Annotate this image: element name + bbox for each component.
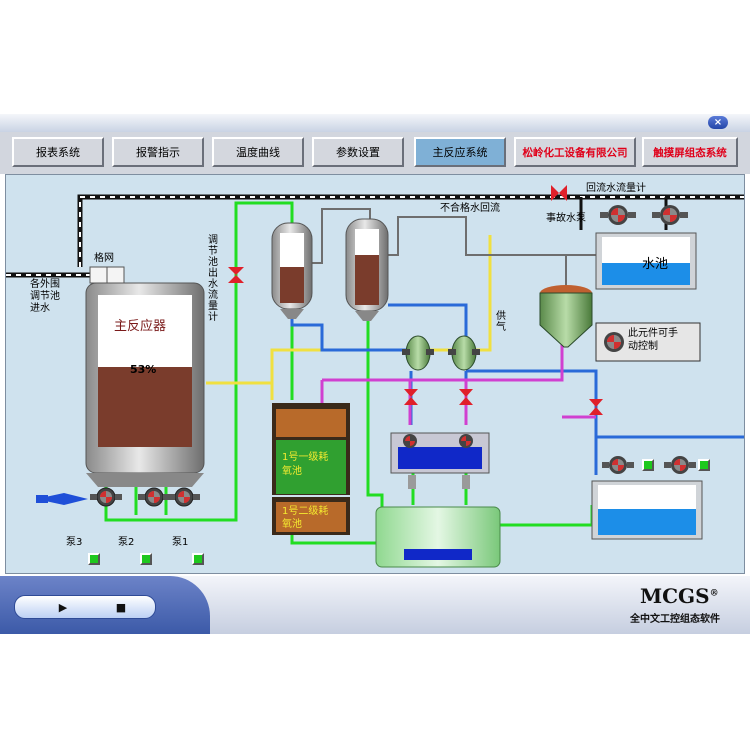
filter-left (402, 335, 434, 371)
brand-logo: MCGS® (640, 584, 719, 608)
manual-control-note: 此元件可手动控制 (628, 328, 678, 352)
pump-1-label: 泵1 (172, 537, 189, 548)
menu-bar: 报表系统 报警指示 温度曲线 参数设置 主反应系统 松岭化工设备有限公司 触摸屏… (0, 132, 750, 174)
reactor-label: 主反应器 (114, 319, 167, 334)
oxygen-tank-2-label: 1号二级耗氧池 (282, 506, 329, 530)
collection-tank (375, 506, 501, 568)
title-bar: × (0, 114, 750, 133)
magenta-valve-right-icon (459, 389, 473, 405)
menu-company-button[interactable]: 松岭化工设备有限公司 (514, 137, 636, 167)
brand-subtitle: 全中文工控组态软件 (630, 614, 720, 625)
air-pipes (206, 235, 492, 400)
menu-touchscreen-button[interactable]: 触摸屏组态系统 (642, 137, 738, 167)
menu-temperature-button[interactable]: 温度曲线 (212, 137, 304, 167)
water-pool (595, 232, 697, 290)
inlet-label: 各外围调节池进水 (30, 279, 60, 314)
filter-right (448, 335, 480, 371)
oxygen-tank-2 (272, 497, 350, 535)
player-controls: ▶ ■ (14, 595, 156, 619)
oxygen-tank-1 (272, 403, 350, 495)
grid-label: 格网 (94, 253, 114, 264)
return-valve-icon (551, 185, 567, 201)
grid-screen (89, 266, 125, 284)
pump-2-label: 泵2 (118, 537, 135, 548)
right-pumps (602, 456, 696, 474)
process-diagram (6, 185, 744, 568)
menu-report-button[interactable]: 报表系统 (12, 137, 104, 167)
stop-button[interactable]: ■ (115, 600, 127, 614)
pump-3-toggle[interactable] (88, 553, 100, 565)
inlet-arrow-icon (36, 493, 88, 505)
right-valve-icon (589, 399, 603, 415)
return-meter-label: 回流水流量计 (586, 183, 646, 194)
menu-main-reactor-button[interactable]: 主反应系统 (414, 137, 506, 167)
emergency-pump-label: 事故水泵 (546, 213, 586, 224)
close-button[interactable]: × (708, 116, 728, 129)
pump-1-toggle[interactable] (192, 553, 204, 565)
reactor-level-readout: 53% (130, 363, 157, 376)
player-panel: ▶ ■ (0, 576, 210, 634)
process-canvas: 格网 各外围调节池进水 主反应器 53% 调节池出水流量计 不合格水回流 回流水… (5, 174, 745, 574)
play-button[interactable]: ▶ (58, 600, 68, 614)
right-tank (591, 480, 703, 540)
pump-3-label: 泵3 (66, 537, 83, 548)
center-pump-tank (390, 432, 490, 489)
footer-bar: ▶ ■ MCGS® 全中文工控组态软件 (0, 576, 750, 634)
pump-2-toggle[interactable] (140, 553, 152, 565)
manual-control-box (595, 322, 701, 362)
oxygen-tank-1-label: 1号一级耗氧池 (282, 452, 329, 477)
outflow-meter-label: 调节池出水流量计 (208, 235, 218, 323)
main-reactor (85, 282, 205, 487)
right-pump-2-indicator[interactable] (698, 459, 710, 471)
menu-alarm-button[interactable]: 报警指示 (112, 137, 204, 167)
column-left (271, 222, 313, 319)
emergency-pumps (600, 205, 688, 225)
reactor-pumps (90, 487, 200, 507)
water-pool-label: 水池 (642, 257, 669, 272)
reject-label: 不合格水回流 (440, 203, 500, 214)
outflow-valve-icon (228, 267, 244, 283)
menu-params-button[interactable]: 参数设置 (312, 137, 404, 167)
air-supply-label: 供气 (496, 311, 506, 333)
column-right (345, 218, 389, 321)
right-pump-1-indicator[interactable] (642, 459, 654, 471)
app-window: × 报表系统 报警指示 温度曲线 参数设置 主反应系统 松岭化工设备有限公司 触… (0, 114, 750, 634)
magenta-valve-left-icon (404, 389, 418, 405)
cone-tank (539, 285, 593, 348)
